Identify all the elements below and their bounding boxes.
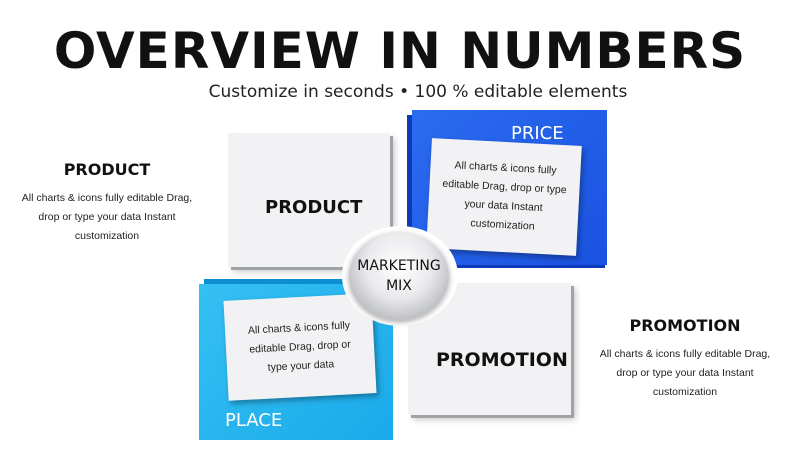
center-label-line1: MARKETING — [357, 258, 441, 274]
right-note-heading: PROMOTION — [629, 316, 741, 335]
price-text-card: All charts & icons fully editable Drag, … — [426, 138, 582, 256]
page-subtitle: Customize in seconds • 100 % editable el… — [208, 82, 628, 102]
center-label-line2: MIX — [386, 278, 412, 294]
right-note: PROMOTION All charts & icons fully edita… — [590, 316, 780, 402]
product-quadrant-label: PRODUCT — [265, 197, 363, 218]
right-note-text: All charts & icons fully editable Drag, … — [599, 348, 771, 398]
left-note: PRODUCT All charts & icons fully editabl… — [12, 160, 202, 246]
promotion-quadrant-label: PROMOTION — [436, 349, 568, 371]
left-note-text: All charts & icons fully editable Drag, … — [21, 192, 193, 242]
marketing-mix-center: MARKETING MIX — [349, 232, 449, 320]
page-title: OVERVIEW IN NUMBERS — [53, 22, 747, 80]
place-text-card: All charts & icons fully editable Drag, … — [223, 293, 377, 401]
price-quadrant-label: PRICE — [511, 123, 564, 144]
left-note-heading: PRODUCT — [63, 160, 151, 179]
product-quadrant: PRODUCT — [228, 133, 390, 267]
place-quadrant-label: PLACE — [225, 410, 283, 431]
